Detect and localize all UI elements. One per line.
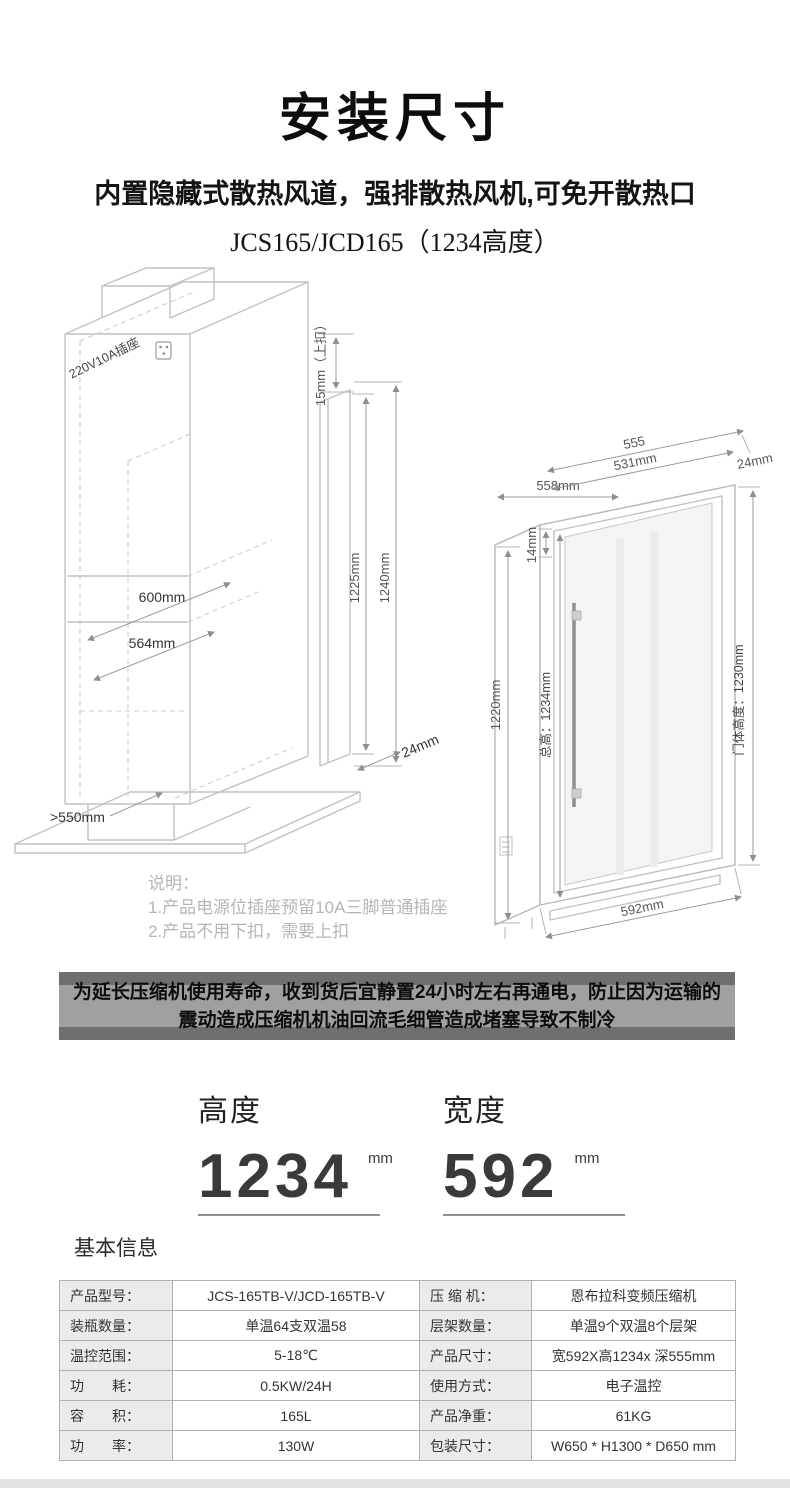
dim-1225-label: 1225mm <box>347 553 362 604</box>
dim-floor-line <box>109 792 163 817</box>
spec-table: 产品型号： JCS-165TB-V/JCD-165TB-V 压 缩 机： 恩布拉… <box>59 1280 736 1461</box>
dim-floor-label: >550mm <box>50 809 105 825</box>
spec-label: 容 积： <box>59 1400 173 1431</box>
spec-label: 层架数量： <box>419 1310 532 1341</box>
dim-door-lines <box>738 486 760 866</box>
width-label: 宽度 <box>443 1095 507 1128</box>
notes-line-1: 1.产品电源位插座预留10A三脚普通插座 <box>148 898 448 917</box>
spec-row-1: 产品型号： JCS-165TB-V/JCD-165TB-V 压 缩 机： 恩布拉… <box>59 1280 736 1311</box>
spec-label: 产品型号： <box>59 1280 173 1311</box>
dim-1220-label: 1220mm <box>488 680 503 731</box>
dim-top-clip-lines <box>318 333 354 393</box>
dim-total-height-label: 总高：1234mm <box>538 672 553 758</box>
inner-door-panel <box>319 389 351 767</box>
spec-label: 温控范围： <box>59 1340 173 1371</box>
installation-niche-diagram: 220V10A插座 15mm（上扣） 1225mm 1240mm 600mm 5… <box>14 267 441 854</box>
dim-555-label: 555 <box>622 433 646 452</box>
dim-24-label: 24mm <box>399 731 441 761</box>
warning-line-2: 震动造成压缩机机油回流毛细管造成堵塞导致不制冷 <box>178 1010 616 1031</box>
spec-value: 单温64支双温58 <box>172 1310 420 1341</box>
height-spec-block: 高度 1234 mm <box>198 1086 393 1216</box>
height-label: 高度 <box>198 1095 262 1128</box>
spec-row-5: 容 积： 165L 产品净重： 61KG <box>59 1400 736 1431</box>
dim-564-line <box>93 630 215 682</box>
dim-door-height-label: 门体高度：1230mm <box>731 644 746 755</box>
floor-slab <box>14 791 361 854</box>
spec-value: JCS-165TB-V/JCD-165TB-V <box>172 1280 420 1311</box>
spec-row-3: 温控范围： 5-18℃ 产品尺寸： 宽592X高1234x 深555mm <box>59 1340 736 1371</box>
spec-value: W650 * H1300 * D650 mm <box>531 1430 736 1461</box>
spec-value: 61KG <box>531 1400 736 1431</box>
spec-value: 0.5KW/24H <box>172 1370 420 1401</box>
product-dimension-diagram: 558mm 555 531mm 24mm 14mm 1220mm 总高：1234… <box>488 428 774 940</box>
dim-531-label: 531mm <box>612 450 657 473</box>
spec-label: 产品净重： <box>419 1400 532 1431</box>
height-value: 1234 <box>198 1142 352 1211</box>
installation-notes: 说明： 1.产品电源位插座预留10A三脚普通插座 2.产品不用下扣，需要上扣 <box>148 872 447 944</box>
page-title: 安装尺寸 <box>278 90 511 148</box>
dim-600-line <box>87 581 231 642</box>
dim-top-clip-label: 15mm（上扣） <box>313 318 328 406</box>
dim-24r-line <box>741 434 751 454</box>
warning-line-1: 为延长压缩机使用寿命，收到货后宜静置24小时左右再通电，防止因为运输的 <box>72 982 722 1003</box>
spec-value: 5-18℃ <box>172 1340 420 1371</box>
dim-1220-lines <box>495 546 520 924</box>
dim-592-lines <box>539 867 742 940</box>
dim-592-label: 592mm <box>619 896 664 919</box>
dim-14-label: 14mm <box>524 527 539 563</box>
spec-value: 单温9个双温8个层架 <box>531 1310 736 1341</box>
notes-line-2: 2.产品不用下扣，需要上扣 <box>148 922 350 941</box>
socket-label: 220V10A插座 <box>66 334 141 381</box>
dim-24r-label: 24mm <box>736 450 774 472</box>
dim-600-label: 600mm <box>139 589 186 605</box>
spec-label: 功 耗： <box>59 1370 173 1401</box>
spec-label: 使用方式： <box>419 1370 532 1401</box>
dim-1240-label: 1240mm <box>377 553 392 604</box>
spec-value: 165L <box>172 1400 420 1431</box>
spec-label: 功 率： <box>59 1430 173 1461</box>
power-socket-icon <box>155 341 172 360</box>
dim-564-label: 564mm <box>129 635 176 651</box>
spec-value: 宽592X高1234x 深555mm <box>531 1340 736 1371</box>
product-body <box>494 484 736 939</box>
cabinet-outline <box>64 267 309 805</box>
subtitle: 内置隐藏式散热风道，强排散热风机,可免开散热口 <box>94 179 696 209</box>
dim-558-label: 558mm <box>536 478 579 493</box>
spec-row-6: 功 率： 130W 包装尺寸： W650 * H1300 * D650 mm <box>59 1430 736 1461</box>
spec-value: 恩布拉科变频压缩机 <box>531 1280 736 1311</box>
spec-row-4: 功 耗： 0.5KW/24H 使用方式： 电子温控 <box>59 1370 736 1401</box>
dim-24-line <box>357 751 401 771</box>
cabinet-hidden-lines <box>79 290 293 799</box>
compressor-warning-banner: 为延长压缩机使用寿命，收到货后宜静置24小时左右再通电，防止因为运输的 震动造成… <box>59 972 735 1040</box>
height-unit: mm <box>367 1150 393 1167</box>
spec-label: 包装尺寸： <box>419 1430 532 1461</box>
width-spec-block: 宽度 592 mm <box>443 1086 625 1216</box>
dim-531-line <box>552 449 734 492</box>
spec-value: 电子温控 <box>531 1370 736 1401</box>
model-line: JCS165/JCD165（1234高度） <box>230 228 560 257</box>
notes-heading: 说明： <box>148 874 199 893</box>
spec-label: 压 缩 机： <box>419 1280 532 1311</box>
spec-label: 装瓶数量： <box>59 1310 173 1341</box>
basic-info-heading: 基本信息 <box>74 1237 158 1260</box>
spec-label: 产品尺寸： <box>419 1340 532 1371</box>
spec-value: 130W <box>172 1430 420 1461</box>
spec-row-2: 装瓶数量： 单温64支双温58 层架数量： 单温9个双温8个层架 <box>59 1310 736 1341</box>
next-section-edge <box>0 1479 790 1488</box>
width-unit: mm <box>574 1150 600 1167</box>
dim-14-lines <box>538 528 552 558</box>
width-value: 592 <box>443 1142 559 1211</box>
